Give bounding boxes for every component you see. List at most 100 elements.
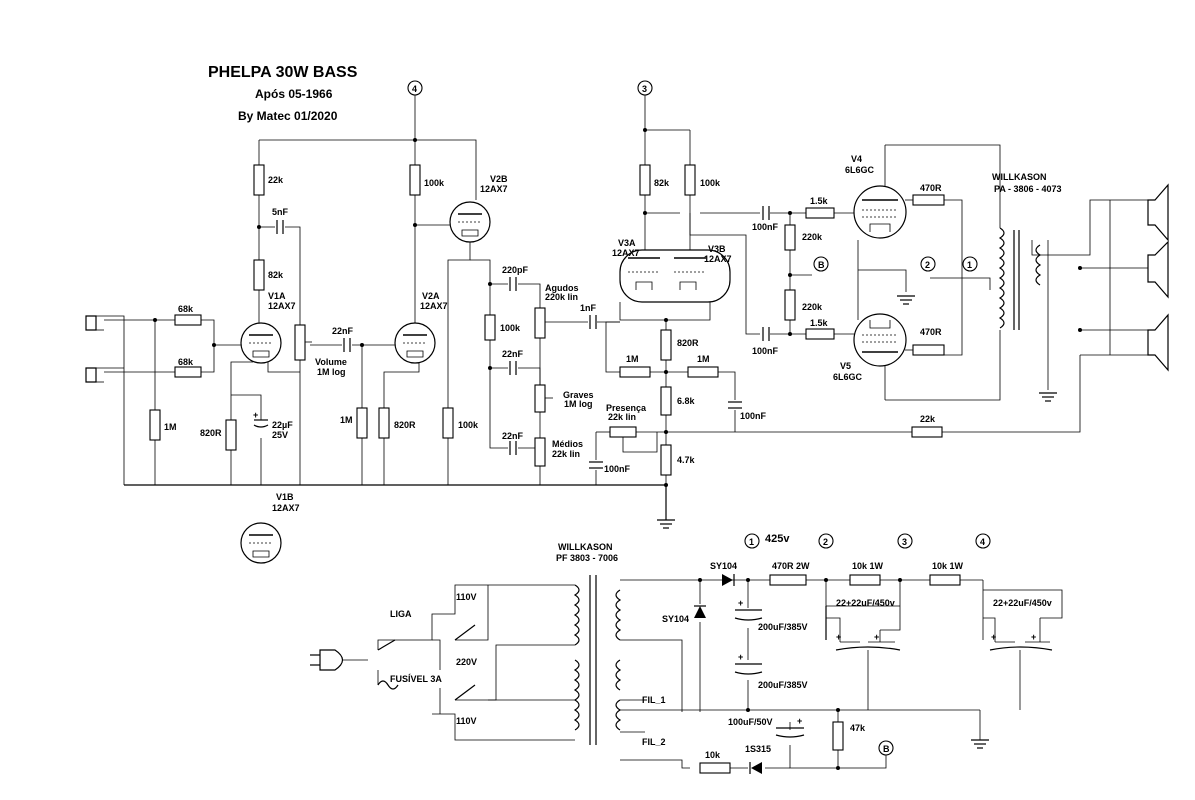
- v1a-type: 12AX7: [268, 301, 296, 311]
- svg-text:+: +: [738, 598, 743, 608]
- node-4-ps-label: 4: [980, 537, 985, 547]
- v3a-type: 12AX7: [612, 248, 640, 258]
- power-switch-label: LIGA: [390, 609, 412, 619]
- r1m-in-label: 1M: [164, 422, 177, 432]
- r100k-v3-label: 100k: [700, 178, 721, 188]
- r820-v1-label: 820R: [200, 428, 222, 438]
- v2a-name: V2A: [422, 291, 440, 301]
- power-transformer-brand: WILLKASON: [558, 542, 613, 552]
- power-amp-wiring: [770, 144, 1148, 401]
- schematic-title: PHELPA 30W BASS: [208, 64, 358, 81]
- mains-220v: 220V: [456, 657, 477, 667]
- r470-a-label: 470R: [920, 183, 942, 193]
- c5nf-label: 5nF: [272, 207, 289, 217]
- svg-text:+: +: [738, 652, 743, 662]
- c22nf-c-label: 22nF: [502, 431, 524, 441]
- power-supply-wiring: [342, 579, 984, 769]
- filament-1-label: FIL_1: [642, 695, 666, 705]
- r820-v2-label: 820R: [394, 420, 416, 430]
- output-transformer-model: PA - 3806 - 4073: [994, 184, 1062, 194]
- medios-pot-name: Médios: [552, 439, 583, 449]
- agudos-pot-name: Agudos: [545, 283, 579, 293]
- c220pf-label: 220pF: [502, 265, 529, 275]
- r470-2w-label: 470R 2W: [772, 561, 810, 571]
- r220k-a-label: 220k: [802, 232, 823, 242]
- v1b-type: 12AX7: [272, 503, 300, 513]
- fuse-label: FUSÍVEL 3A: [390, 674, 442, 684]
- v2b-type: 12AX7: [480, 184, 508, 194]
- node-b-label: B: [818, 260, 825, 270]
- capacitors: 5nF 22nF + 22µF 25V 220pF 1nF 22nF 22nF …: [253, 206, 1063, 738]
- mains-110v-bottom: 110V: [456, 716, 477, 726]
- volume-pot-name: Volume: [315, 357, 347, 367]
- speakers: [1147, 183, 1169, 372]
- node-1-ps-label: 1: [749, 537, 754, 547]
- r820-v3-label: 820R: [677, 338, 699, 348]
- junctions: [153, 128, 1082, 770]
- node-2-ps-label: 2: [823, 537, 828, 547]
- r1m-b-label: 1M: [697, 354, 710, 364]
- c22nf-b-label: 22nF: [502, 349, 524, 359]
- r22k-nfb-label: 22k: [920, 414, 936, 424]
- node-markers: 4 3 B 2 1 1 425v 2 3 4 B: [407, 80, 991, 756]
- svg-text:+: +: [991, 632, 996, 642]
- node-1-out-label: 1: [967, 260, 972, 270]
- r1m-v2-label: 1M: [340, 415, 353, 425]
- output-transformer-brand: WILLKASON: [992, 172, 1047, 182]
- c200uf-a-label: 200uF/385V: [758, 622, 808, 632]
- c22-22-a-label: 22+22uF/450v: [836, 598, 895, 608]
- r47k-ps-label: 47k: [850, 723, 866, 733]
- node-b-ps-label: B: [883, 744, 890, 754]
- v5-type: 6L6GC: [833, 372, 863, 382]
- c1nf-label: 1nF: [580, 303, 597, 313]
- r100k-v2a-label: 100k: [424, 178, 445, 188]
- svg-text:+: +: [1031, 632, 1036, 642]
- presenca-pot-value: 22k lin: [608, 412, 636, 422]
- r470-b-label: 470R: [920, 327, 942, 337]
- graves-pot-value: 1M log: [564, 399, 593, 409]
- r100k-v2b-label: 100k: [458, 420, 479, 430]
- preamp-wiring: [85, 95, 1081, 520]
- v1a-name: V1A: [268, 291, 286, 301]
- node-3-label: 3: [642, 84, 647, 94]
- r1k5-b-label: 1.5k: [810, 318, 829, 328]
- svg-text:+: +: [797, 716, 802, 726]
- r4k7-v3-label: 4.7k: [677, 455, 696, 465]
- r10k-a-label: 10k 1W: [852, 561, 884, 571]
- r10k-bias-label: 10k: [705, 750, 721, 760]
- r220k-b-label: 220k: [802, 302, 823, 312]
- resistors: 22k 82k 1M 820R 100k 1M 820R 100k 100k 8…: [149, 164, 964, 774]
- r1m-a-label: 1M: [626, 354, 639, 364]
- mains-110v-top: 110V: [456, 592, 477, 602]
- svg-text:+: +: [874, 632, 879, 642]
- output-transformer: WILLKASON PA - 3806 - 4073: [896, 172, 1062, 402]
- r6k8-v3-label: 6.8k: [677, 396, 696, 406]
- v1b-name: V1B: [276, 492, 294, 502]
- node-4-label: 4: [412, 84, 417, 94]
- node-3-ps-label: 3: [902, 537, 907, 547]
- diodes: SY104 SY104 1S315: [662, 561, 771, 774]
- c22-22-b-label: 22+22uF/450v: [993, 598, 1052, 608]
- c100nf-c-label: 100nF: [752, 346, 779, 356]
- diode-sy104-b-label: SY104: [662, 614, 689, 624]
- node-2-out-label: 2: [925, 260, 930, 270]
- c22uf-label: 22µF: [272, 420, 293, 430]
- r68k-a-label: 68k: [178, 304, 194, 314]
- v3b-name: V3B: [708, 244, 726, 254]
- r100k-tone-label: 100k: [500, 323, 521, 333]
- r68k-b-label: 68k: [178, 357, 194, 367]
- v3b-type: 12AX7: [704, 254, 732, 264]
- r22k-v1-label: 22k: [268, 175, 284, 185]
- tubes: V1A 12AX7 V1B 12AX7 V2A 12AX7 V2B 12AX7 …: [240, 154, 907, 564]
- r10k-b-label: 10k 1W: [932, 561, 964, 571]
- potentiometers: Volume 1M log Agudos 220k lin Graves 1M …: [294, 283, 647, 467]
- c100nf-presence-label: 100nF: [604, 464, 631, 474]
- power-transformer: WILLKASON PF 3803 - 7006: [556, 542, 622, 745]
- schematic-author: By Matec 01/2020: [238, 109, 338, 123]
- diode-1s315-label: 1S315: [745, 744, 771, 754]
- v5-name: V5: [840, 361, 851, 371]
- hv-label: 425v: [765, 533, 790, 545]
- medios-pot-value: 22k lin: [552, 449, 580, 459]
- volume-pot-value: 1M log: [317, 367, 346, 377]
